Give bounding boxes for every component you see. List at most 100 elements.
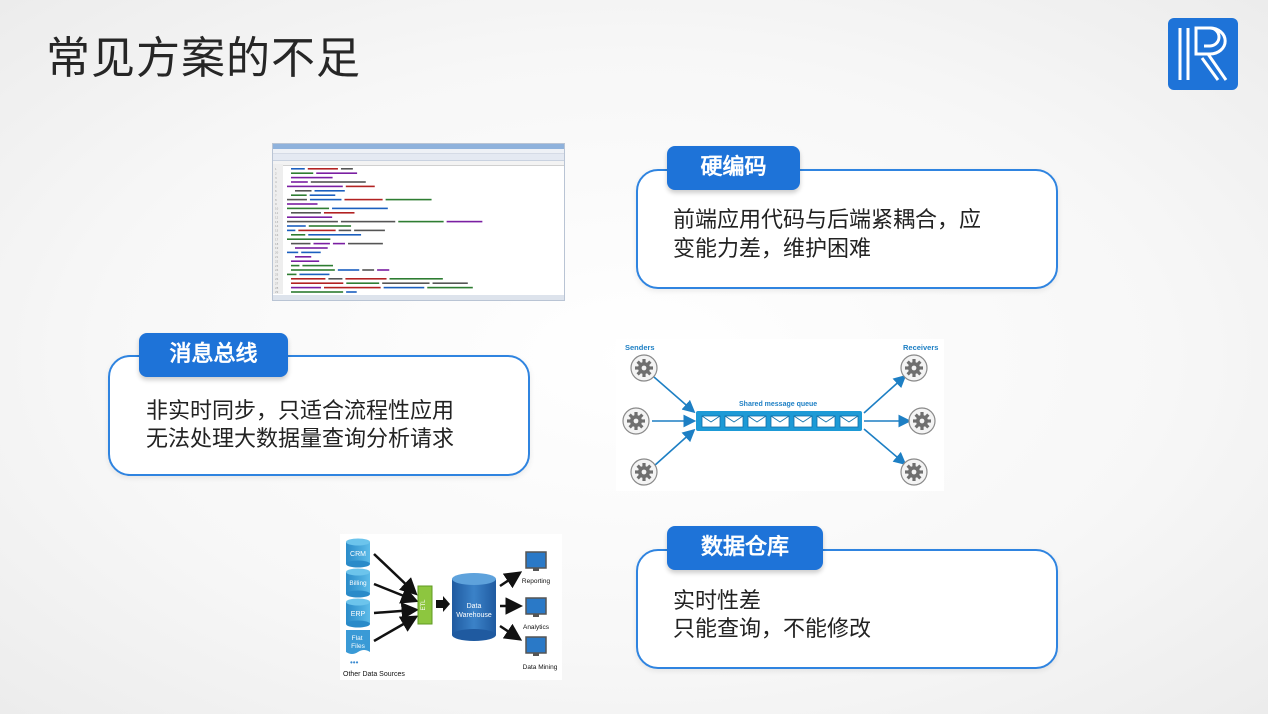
envelope-icon: [839, 415, 859, 428]
line-number: 15: [275, 229, 279, 233]
line-number: 25: [275, 273, 279, 277]
senders-label: Senders: [625, 343, 655, 352]
line-number: 28: [275, 286, 279, 290]
code-token: [310, 181, 366, 183]
gear-icons: [622, 354, 936, 486]
receiver-gear-icon: [900, 354, 928, 382]
envelope-icon: [701, 415, 721, 428]
line-number: 7: [275, 193, 277, 197]
code-token: [362, 269, 375, 271]
code-token: [345, 278, 387, 280]
line-number: 20: [275, 251, 279, 255]
code-token: [291, 176, 333, 179]
code-token: [398, 220, 444, 223]
code-token: [432, 282, 468, 284]
card-messagebus-line1: 非实时同步，只适合流程性应用: [146, 399, 455, 424]
code-token: [291, 291, 344, 293]
source-billing-label: Billing: [349, 580, 367, 587]
line-number: 26: [275, 277, 279, 281]
code-token: [354, 229, 385, 232]
card-warehouse-line1: 实时性差: [673, 589, 762, 614]
queue-label: Shared message queue: [739, 401, 817, 408]
etl-to-dw-arrow: [436, 596, 450, 612]
sender-gear-icon: [630, 458, 658, 486]
code-token: [287, 238, 331, 240]
code-token: [346, 291, 357, 293]
code-token: [332, 242, 346, 245]
code-token: [287, 198, 307, 201]
output-data-mining-label: Data Mining: [523, 664, 558, 671]
code-token: [324, 286, 381, 289]
code-token: [287, 229, 296, 232]
code-token: [308, 234, 362, 236]
code-token: [328, 278, 343, 280]
line-number: 6: [275, 189, 277, 193]
message-queue-diagram: Senders Receivers Shared message queue: [616, 339, 944, 491]
code-token: [291, 260, 320, 262]
code-token: [287, 207, 330, 210]
card-warehouse-tag: 数据仓库: [667, 526, 823, 570]
brand-logo: [1168, 18, 1238, 90]
data-warehouse-cylinder: Data Warehouse: [452, 573, 496, 641]
code-token: [291, 172, 314, 174]
receiver-gear-icon: [908, 407, 936, 435]
line-number: 9: [275, 202, 277, 206]
line-number: 8: [275, 198, 277, 202]
envelope-icon: [816, 415, 836, 428]
line-number: 10: [275, 207, 279, 211]
code-token: [287, 220, 338, 223]
code-token: [340, 168, 353, 170]
output-reporting-label: Reporting: [522, 578, 551, 585]
card-messagebus-line2: 无法处理大数据量查询分析请求: [146, 427, 455, 452]
code-token: [313, 242, 330, 245]
monitor-data-mining-icon: [525, 636, 547, 656]
code-token: [348, 242, 383, 245]
envelope-icon: [770, 415, 790, 428]
line-number: 14: [275, 224, 279, 228]
more-sources-dots: •••: [350, 658, 359, 667]
code-token: [291, 278, 326, 280]
monitor-analytics-icon: [525, 597, 547, 617]
line-number: 13: [275, 220, 279, 224]
code-token: [287, 203, 318, 205]
code-token: [291, 212, 321, 214]
receivers-label: Receivers: [903, 343, 938, 352]
code-token: [446, 220, 483, 223]
card-hardcode-line1: 前端应用代码与后端紧耦合，应: [673, 208, 982, 233]
receiver-gear-icon: [900, 458, 928, 486]
code-token: [314, 190, 345, 192]
line-number: 11: [275, 211, 279, 215]
code-token: [316, 172, 358, 174]
source-flat-files: Flat Files: [346, 630, 370, 654]
monitor-reporting-icon: [525, 551, 547, 571]
slide-title: 常见方案的不足: [46, 33, 361, 84]
code-token: [377, 269, 390, 271]
line-number: 2: [275, 171, 277, 175]
envelope-icon: [747, 415, 767, 428]
code-token: [307, 168, 338, 170]
envelope-icon: [724, 415, 744, 428]
dw-label-line1: Data: [467, 603, 482, 610]
code-token: [338, 229, 352, 232]
code-token: [389, 278, 443, 280]
code-token: [340, 220, 396, 223]
line-number: 18: [275, 242, 279, 246]
code-token: [308, 225, 352, 227]
code-token: [332, 207, 388, 210]
output-arrows: [499, 571, 523, 641]
code-token: [346, 282, 380, 284]
code-token: [323, 212, 355, 214]
flat-files-label: Flat Files: [351, 635, 365, 650]
flat-files-line2: Files: [351, 643, 365, 650]
code-token: [344, 198, 383, 201]
line-number: 23: [275, 264, 279, 268]
card-hardcode-line2: 变能力差，维护困难: [673, 237, 872, 262]
code-token: [427, 286, 473, 289]
code-token: [298, 229, 336, 232]
editor-tabbar: [273, 161, 564, 166]
line-number: 24: [275, 268, 279, 272]
code-token: [287, 225, 306, 227]
line-number: 16: [275, 233, 279, 237]
code-token: [291, 234, 306, 236]
